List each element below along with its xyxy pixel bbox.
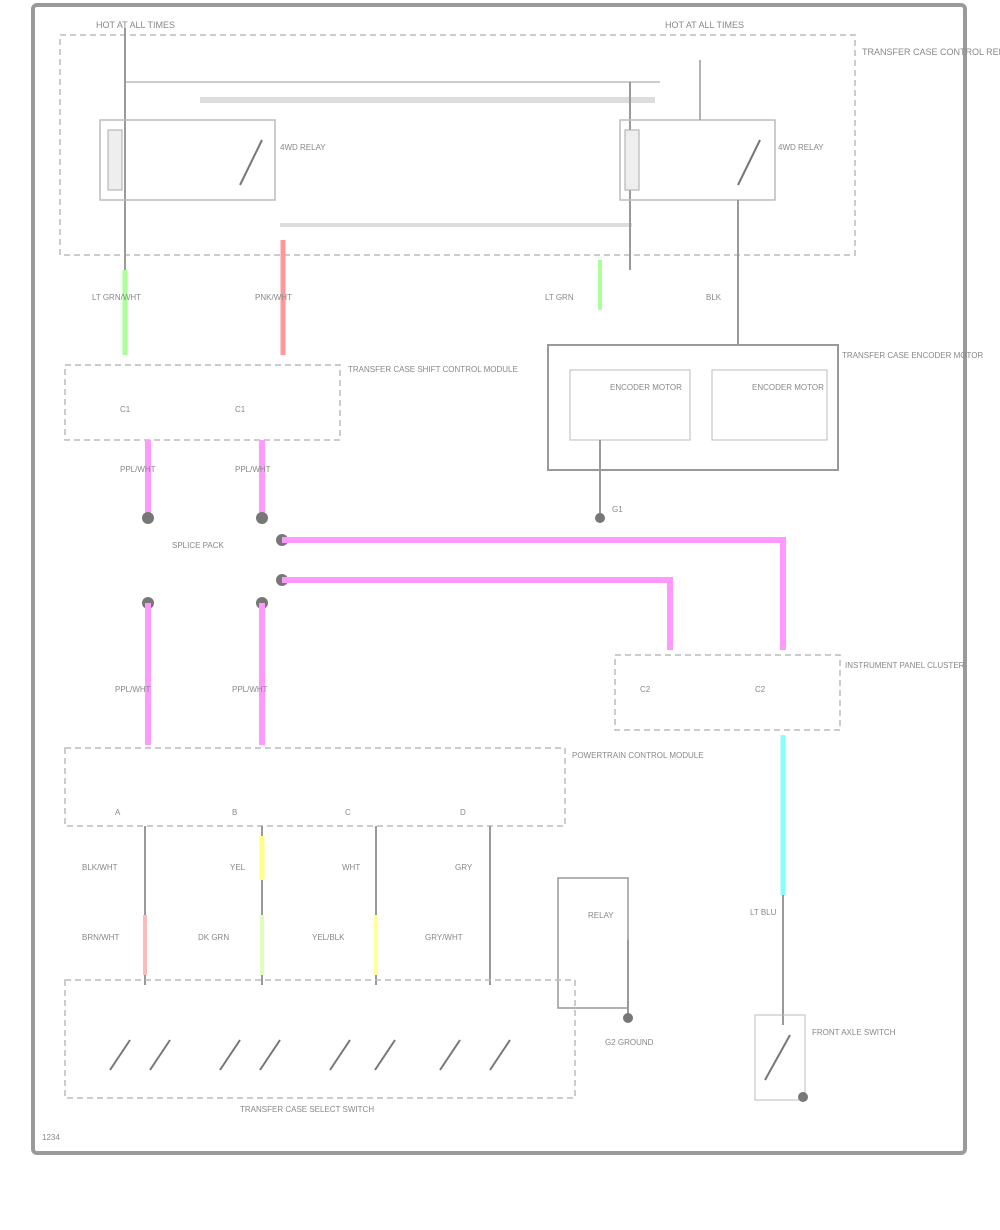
wire-green-left-label: LT GRN/WHT — [92, 293, 141, 302]
wire-purple-4-label: PPL/WHT — [232, 685, 268, 694]
wire-green-right-label: LT GRN — [545, 293, 574, 302]
small-relay-box — [557, 877, 629, 1009]
wire-pink-left-label: PNK/WHT — [255, 293, 292, 302]
sensor-label: FRONT AXLE SWITCH — [812, 1028, 896, 1037]
wire-purple-2-label: PPL/WHT — [235, 465, 271, 474]
diagram-border — [31, 3, 967, 1155]
wire-bottom-6-label: DK GRN — [198, 933, 229, 942]
module-bottom-outline — [64, 747, 566, 827]
wire-bottom-7-label: YEL/BLK — [312, 933, 345, 942]
diagram-id: 1234 — [42, 1133, 60, 1142]
relay-left-label: 4WD RELAY — [280, 143, 326, 152]
relay-left-box — [99, 119, 276, 201]
pin-d: D — [460, 808, 466, 817]
module-left-outline — [64, 364, 341, 441]
wire-bottom-2-label: YEL — [230, 863, 246, 872]
module-left-label: TRANSFER CASE SHIFT CONTROL MODULE — [348, 365, 518, 374]
relay-left-coil — [107, 129, 123, 191]
wire-purple-3 — [282, 537, 786, 650]
hot-label-left: HOT AT ALL TIMES — [96, 20, 175, 30]
small-relay-label: RELAY — [588, 911, 614, 920]
ground-g1-label: G1 — [612, 505, 623, 514]
wire-blue-label: LT BLU — [750, 908, 777, 917]
wire-purple-3-label: PPL/WHT — [115, 685, 151, 694]
wire-bottom-1-label: BLK/WHT — [82, 863, 118, 872]
switch-box-label: TRANSFER CASE SELECT SWITCH — [240, 1105, 374, 1114]
wire-bottom-5-label: BRN/WHT — [82, 933, 119, 942]
connector-a2: C1 — [235, 405, 246, 414]
wire-black-right-label: BLK — [706, 293, 722, 302]
motor-2 — [711, 369, 828, 441]
relay-left-contact — [239, 139, 263, 186]
splice-node-2 — [256, 512, 268, 524]
motor-1 — [569, 369, 691, 441]
pin-b: B — [232, 808, 237, 817]
splice-label: SPLICE PACK — [172, 541, 225, 550]
fuse-block-outline — [59, 34, 856, 256]
pin-c: C — [345, 808, 351, 817]
relay-right-contact — [737, 139, 761, 186]
module-right-label: INSTRUMENT PANEL CLUSTER — [845, 661, 965, 670]
switch-contacts — [109, 1039, 511, 1071]
wire-purple-1-label: PPL/WHT — [120, 465, 156, 474]
hot-label-right: HOT AT ALL TIMES — [665, 20, 744, 30]
module-bottom-label: POWERTRAIN CONTROL MODULE — [572, 751, 704, 760]
motor-1-label: ENCODER MOTOR — [610, 383, 682, 392]
motor-2-label: ENCODER MOTOR — [752, 383, 824, 392]
sensor-contact — [764, 1034, 791, 1081]
ground-g2-label: G2 GROUND — [605, 1038, 654, 1047]
ground-g1-node — [595, 513, 605, 523]
connector-b2: C2 — [755, 685, 766, 694]
switch-box-outline — [64, 979, 576, 1099]
wire-bottom-8-label: GRY/WHT — [425, 933, 463, 942]
wire-bottom-3-label: WHT — [342, 863, 360, 872]
motor-box-label: TRANSFER CASE ENCODER MOTOR — [842, 351, 983, 360]
motor-box — [547, 344, 839, 471]
ground-g2-node — [623, 1013, 633, 1023]
splice-node-1 — [142, 512, 154, 524]
relay-right-coil — [624, 129, 640, 191]
module-right-outline — [614, 654, 841, 731]
wire-bottom-4-label: GRY — [455, 863, 473, 872]
connector-a1: C1 — [120, 405, 131, 414]
wire-purple-4 — [282, 577, 673, 650]
pin-a: A — [115, 808, 121, 817]
sensor-box — [754, 1014, 806, 1101]
relay-right-box — [619, 119, 776, 201]
sensor-ground-node — [798, 1092, 808, 1102]
relay-right-label: 4WD RELAY — [778, 143, 824, 152]
connector-b1: C2 — [640, 685, 651, 694]
fuse-block-note: TRANSFER CASE CONTROL RELAY — [862, 47, 1000, 57]
